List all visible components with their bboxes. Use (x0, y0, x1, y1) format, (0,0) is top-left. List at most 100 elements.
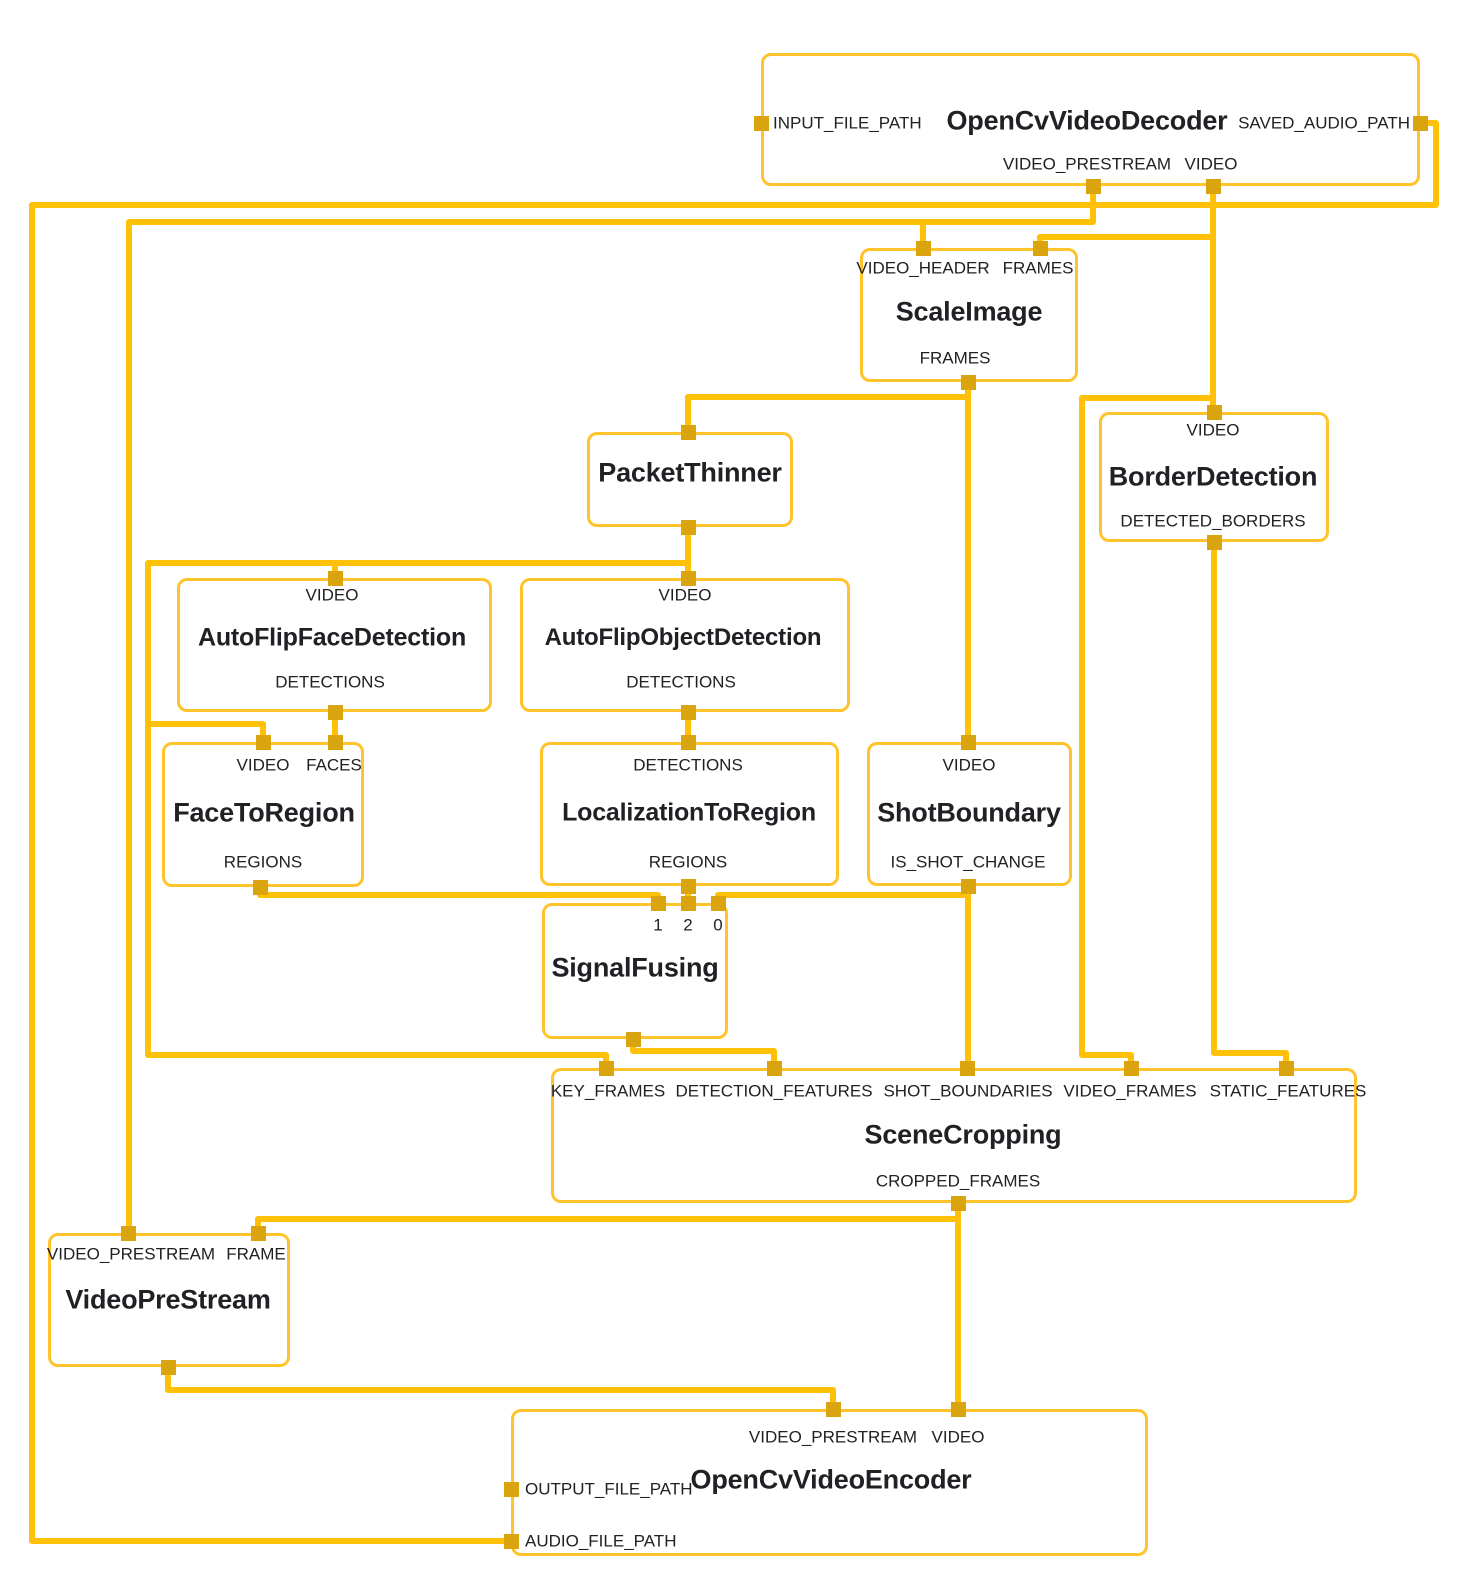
edge-detected-borders (1211, 542, 1289, 1068)
node-video-pre-stream[interactable] (48, 1233, 290, 1367)
scene-cropping-port[interactable] (1123, 1060, 1139, 1076)
border-detection-port[interactable] (1206, 404, 1222, 420)
autoflip-object-detection-port[interactable] (680, 570, 696, 586)
autoflip-object-detection-title: AutoFlipObjectDetection (544, 624, 822, 651)
node-autoflip-object-detection[interactable] (520, 578, 850, 712)
scene-cropping-port-label: VIDEO_FRAMES (1063, 1081, 1197, 1101)
packet-thinner-port[interactable] (680, 424, 696, 440)
shot-boundary-port-label: IS_SHOT_CHANGE (890, 852, 1046, 872)
face-to-region-port[interactable] (255, 734, 271, 750)
edge-thinned-frames (148, 721, 266, 742)
localization-to-region-port-label: REGIONS (648, 852, 728, 872)
localization-to-region-port[interactable] (680, 878, 696, 894)
node-opencv-video-decoder[interactable] (761, 53, 1420, 186)
video-pre-stream-title: VideoPreStream (65, 1284, 271, 1315)
localization-to-region-title: LocalizationToRegion (562, 798, 816, 827)
node-opencv-video-encoder[interactable] (511, 1409, 1148, 1556)
shot-boundary-port[interactable] (960, 878, 976, 894)
shot-boundary-title: ShotBoundary (877, 797, 1061, 828)
border-detection-title: BorderDetection (1108, 461, 1318, 492)
scene-cropping-port[interactable] (959, 1060, 975, 1076)
scene-cropping-port[interactable] (950, 1195, 966, 1211)
node-localization-to-region[interactable] (540, 742, 839, 886)
edge-shot-change (715, 892, 968, 903)
opencv-video-encoder-port[interactable] (503, 1481, 519, 1497)
node-packet-thinner[interactable] (587, 432, 793, 527)
signal-fusing-port[interactable] (625, 1031, 641, 1047)
scale-image-port-label: FRAMES (919, 348, 991, 368)
edge-output-video-header (165, 1367, 836, 1409)
autoflip-object-detection-port-label: VIDEO (658, 585, 712, 605)
face-to-region-port[interactable] (252, 879, 268, 895)
border-detection-port[interactable] (1206, 534, 1222, 550)
edge-salient-regions (630, 1039, 777, 1068)
opencv-video-decoder-port-label: SAVED_AUDIO_PATH (1238, 113, 1410, 133)
scale-image-port[interactable] (960, 374, 976, 390)
node-border-detection[interactable] (1099, 412, 1329, 542)
autoflip-face-detection-port[interactable] (327, 704, 343, 720)
opencv-video-decoder-port[interactable] (753, 115, 769, 131)
signal-fusing-title: SignalFusing (551, 952, 719, 983)
scene-cropping-port-label: CROPPED_FRAMES (875, 1171, 1041, 1191)
packet-thinner-port[interactable] (680, 519, 696, 535)
opencv-video-encoder-port-label: VIDEO_PRESTREAM (748, 1427, 918, 1447)
face-to-region-port-label: REGIONS (223, 852, 303, 872)
edge-thinned-frames (145, 560, 688, 1068)
scale-image-port[interactable] (1032, 240, 1048, 256)
scene-cropping-port-label: STATIC_FEATURES (1209, 1081, 1367, 1101)
signal-fusing-port[interactable] (710, 895, 726, 911)
scene-cropping-port[interactable] (766, 1060, 782, 1076)
opencv-video-decoder-port[interactable] (1412, 115, 1428, 131)
opencv-video-encoder-port[interactable] (950, 1401, 966, 1417)
scale-image-port-label: VIDEO_HEADER (856, 258, 990, 278)
localization-to-region-port[interactable] (680, 734, 696, 750)
edge-face-regions (257, 887, 661, 903)
opencv-video-decoder-port-label: INPUT_FILE_PATH (773, 113, 922, 133)
signal-fusing-port[interactable] (680, 895, 696, 911)
edge-cropped-frames (255, 1216, 958, 1233)
autoflip-object-detection-port-label: DETECTIONS (626, 672, 736, 692)
opencv-video-decoder-title: OpenCvVideoDecoder (946, 105, 1228, 136)
node-shot-boundary[interactable] (867, 742, 1072, 886)
opencv-video-decoder-port[interactable] (1205, 178, 1221, 194)
opencv-video-decoder-port-label: VIDEO_PRESTREAM (1002, 154, 1172, 174)
node-signal-fusing[interactable] (542, 903, 728, 1039)
signal-fusing-port-label: 1 (653, 915, 663, 935)
autoflip-face-detection-port[interactable] (327, 570, 343, 586)
scene-cropping-port-label: SHOT_BOUNDARIES (883, 1081, 1053, 1101)
scene-cropping-title: SceneCropping (864, 1119, 1062, 1150)
video-pre-stream-port-label: FRAME (226, 1244, 286, 1264)
face-to-region-port[interactable] (327, 734, 343, 750)
opencv-video-encoder-port[interactable] (825, 1401, 841, 1417)
video-pre-stream-port[interactable] (160, 1359, 176, 1375)
opencv-video-encoder-port-label: OUTPUT_FILE_PATH (525, 1479, 693, 1499)
scale-image-port[interactable] (915, 240, 931, 256)
edge-saved-audio-path (29, 120, 1439, 1544)
edge-scaled-frames (685, 394, 968, 432)
autoflip-face-detection-port-label: VIDEO (305, 585, 359, 605)
autoflip-face-detection-port-label: DETECTIONS (275, 672, 385, 692)
signal-fusing-port-label: 2 (683, 915, 693, 935)
opencv-video-encoder-port-label: AUDIO_FILE_PATH (525, 1531, 677, 1551)
face-to-region-port-label: VIDEO (236, 755, 290, 775)
scale-image-port-label: FRAMES (1002, 258, 1074, 278)
border-detection-port-label: DETECTED_BORDERS (1120, 511, 1306, 531)
shot-boundary-port[interactable] (960, 734, 976, 750)
opencv-video-encoder-port[interactable] (503, 1533, 519, 1549)
opencv-video-decoder-port[interactable] (1085, 178, 1101, 194)
edge-video-raw (1079, 395, 1213, 1068)
signal-fusing-port[interactable] (650, 895, 666, 911)
edge-video-raw (1037, 234, 1213, 248)
scene-cropping-port-label: KEY_FRAMES (550, 1081, 666, 1101)
video-pre-stream-port[interactable] (250, 1225, 266, 1241)
video-pre-stream-port[interactable] (120, 1225, 136, 1241)
scene-cropping-port-label: DETECTION_FEATURES (675, 1081, 873, 1101)
autoflip-object-detection-port[interactable] (680, 704, 696, 720)
scale-image-title: ScaleImage (895, 296, 1043, 327)
packet-thinner-title: PacketThinner (598, 457, 782, 488)
scene-cropping-port[interactable] (1278, 1060, 1294, 1076)
opencv-video-encoder-title: OpenCvVideoEncoder (690, 1464, 972, 1495)
scene-cropping-port[interactable] (598, 1060, 614, 1076)
opencv-video-decoder-port-label: VIDEO (1184, 154, 1238, 174)
